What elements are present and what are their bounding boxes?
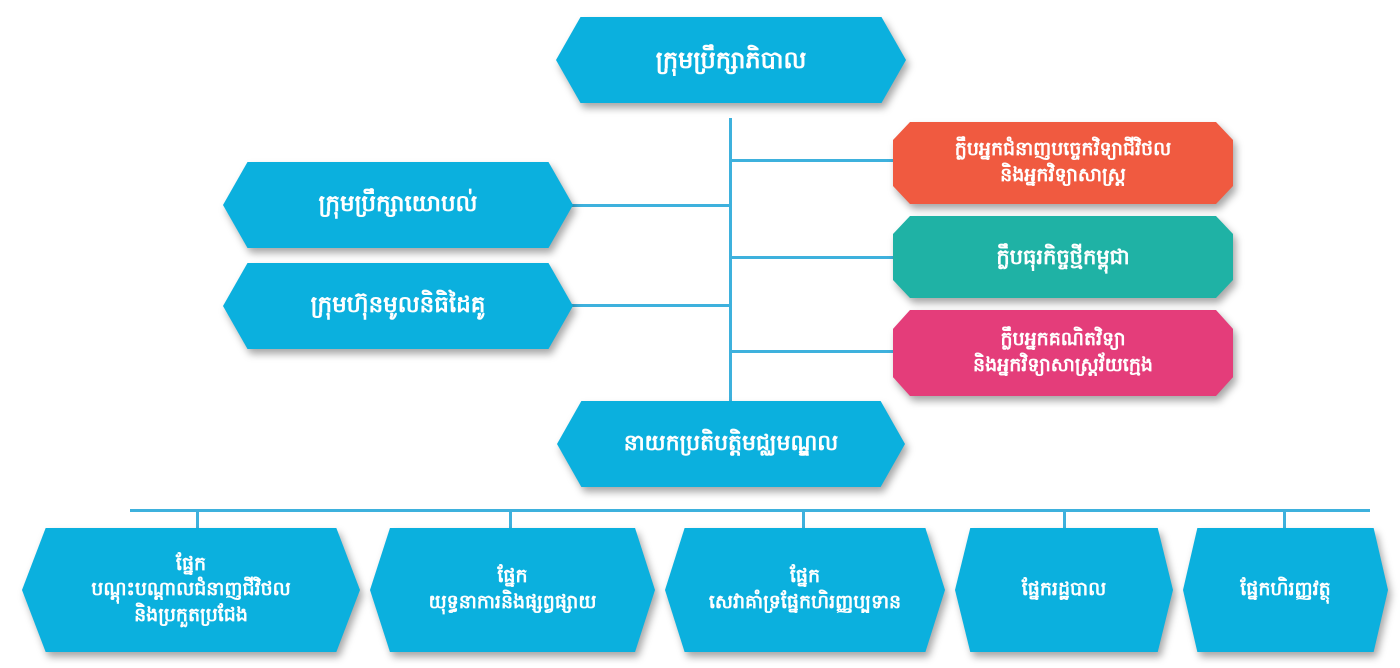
connector-partner-company (570, 304, 731, 307)
club-node-2: ក្លឹបធុរកិច្ចថ្មីកម្ពុជា (893, 216, 1233, 298)
department-node-5: ផ្នែកហិរញ្ញវត្ថុ (1183, 528, 1388, 652)
club-node-1: ក្លឹបអ្នកជំនាញបច្ចេកវិទ្យាជីវិថល និងអ្នក… (893, 122, 1233, 204)
connector-club-1 (731, 159, 901, 162)
department-label-1: ផ្នែក បណ្ដុះបណ្ដាលជំនាញជីវិថល និងប្រកួតប… (91, 552, 291, 626)
department-label-3: ផ្នែក សេវាគាំទ្រផ្នែកហិរញ្ញប្បទាន (708, 565, 902, 613)
club-label-1: ក្លឹបអ្នកជំនាញបច្ចេកវិទ្យាជីវិថល និងអ្នក… (954, 138, 1172, 186)
partner-company-node: ក្រុមហ៊ុនមូលនិធិដៃគូ (223, 263, 573, 349)
director-node: នាយកប្រតិបត្តិមជ្ឈមណ្ឌល (557, 401, 905, 487)
connector-department-bus (130, 509, 1370, 512)
connector-dept-4 (1063, 510, 1066, 532)
connector-dept-5 (1283, 510, 1286, 532)
connector-club-3 (731, 350, 901, 353)
club-label-2: ក្លឹបធុរកិច្ចថ្មីកម្ពុជា (996, 244, 1130, 269)
club-node-3: ក្លឹបអ្នកគណិតវិទ្យា និងអ្នកវិទ្យាសាស្ត្រ… (893, 310, 1233, 396)
department-node-3: ផ្នែក សេវាគាំទ្រផ្នែកហិរញ្ញប្បទាន (665, 528, 945, 652)
department-label-5: ផ្នែកហិរញ្ញវត្ថុ (1240, 578, 1331, 601)
club-label-3: ក្លឹបអ្នកគណិតវិទ្យា និងអ្នកវិទ្យាសាស្ត្រ… (973, 328, 1153, 376)
connector-vertical-trunk (729, 118, 732, 406)
governing-board-node: ក្រុមប្រឹក្សាភិបាល (556, 17, 906, 103)
department-node-1: ផ្នែក បណ្ដុះបណ្ដាលជំនាញជីវិថល និងប្រកួតប… (22, 528, 360, 652)
connector-club-2 (731, 256, 901, 259)
advisory-board-label: ក្រុមប្រឹក្សាយោបល់ (318, 191, 478, 218)
governing-board-label: ក្រុមប្រឹក្សាភិបាល (655, 45, 807, 74)
department-label-2: ផ្នែក យុទ្ធនាការនិងផ្សព្វផ្សាយ (428, 565, 597, 613)
connector-dept-2 (509, 510, 512, 532)
department-node-4: ផ្នែករដ្ឋបាល (955, 528, 1173, 652)
connector-dept-3 (802, 510, 805, 532)
connector-dept-1 (196, 510, 199, 532)
advisory-board-node: ក្រុមប្រឹក្សាយោបល់ (223, 162, 573, 248)
partner-company-label: ក្រុមហ៊ុនមូលនិធិដៃគូ (310, 292, 486, 319)
department-node-2: ផ្នែក យុទ្ធនាការនិងផ្សព្វផ្សាយ (370, 528, 655, 652)
director-label: នាយកប្រតិបត្តិមជ្ឈមណ្ឌល (623, 431, 839, 457)
department-label-4: ផ្នែករដ្ឋបាល (1021, 578, 1107, 601)
connector-advisory-board (570, 204, 731, 207)
